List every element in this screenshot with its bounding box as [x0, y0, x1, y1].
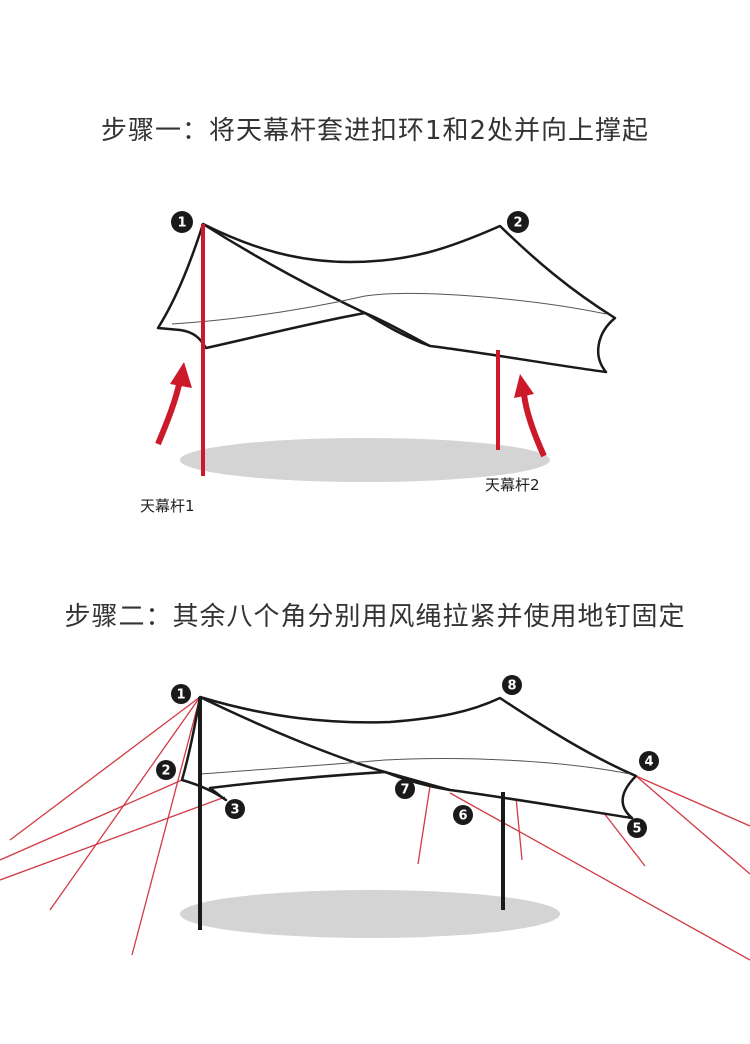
guy-rope [635, 775, 750, 875]
guy-ropes [0, 696, 750, 961]
ground-shadow [180, 890, 560, 938]
marker-7: 7 [395, 779, 415, 799]
svg-text:5: 5 [632, 822, 641, 837]
svg-text:6: 6 [458, 809, 467, 824]
tarp-outline [156, 222, 617, 374]
tarp-fold-line [199, 695, 386, 774]
tarp-lower-edge [384, 770, 451, 792]
tarp-ridge-line [199, 758, 631, 775]
guy-rope [0, 796, 226, 881]
guy-rope [9, 696, 201, 841]
marker-4: 4 [639, 751, 659, 771]
step1-diagram: 1 2 天幕杆1 天幕杆2 [140, 211, 617, 515]
marker-6: 6 [453, 805, 473, 825]
pole-label-1: 天幕杆1 [140, 497, 195, 515]
svg-text:1: 1 [176, 688, 185, 703]
svg-text:1: 1 [177, 216, 186, 231]
tarp-outline [180, 695, 638, 820]
guy-rope [0, 779, 183, 861]
svg-text:3: 3 [230, 803, 239, 818]
marker-2: 2 [507, 211, 529, 233]
step2-title: 步骤二：其余八个角分别用风绳拉紧并使用地钉固定 [64, 602, 686, 632]
marker-3: 3 [225, 799, 245, 819]
ground-shadow [180, 438, 550, 482]
lift-arrow-1 [155, 362, 192, 446]
tarp-fold-line [202, 222, 366, 315]
guy-rope [515, 796, 523, 861]
guy-rope [417, 785, 431, 865]
svg-text:2: 2 [161, 764, 170, 779]
marker-1: 1 [171, 211, 193, 233]
guy-rope [131, 696, 201, 956]
svg-text:2: 2 [513, 216, 522, 231]
guy-rope [599, 807, 646, 867]
marker-8: 8 [502, 675, 522, 695]
svg-text:8: 8 [507, 679, 516, 694]
guy-rope [49, 696, 201, 911]
svg-text:7: 7 [400, 783, 409, 798]
guy-rope [635, 775, 750, 827]
marker-2: 2 [156, 760, 176, 780]
lift-arrow-2 [514, 374, 547, 458]
tarp-lower-edge [364, 311, 431, 348]
marker-1: 1 [171, 684, 191, 704]
marker-5: 5 [627, 818, 647, 838]
tarp-ridge-line [171, 292, 607, 325]
svg-text:4: 4 [644, 755, 653, 770]
step1-title: 步骤一：将天幕杆套进扣环1和2处并向上撑起 [100, 116, 650, 146]
pole-label-2: 天幕杆2 [485, 476, 540, 494]
step2-diagram: 1 2 3 4 5 6 7 8 [0, 675, 750, 961]
guy-rope [449, 792, 750, 961]
